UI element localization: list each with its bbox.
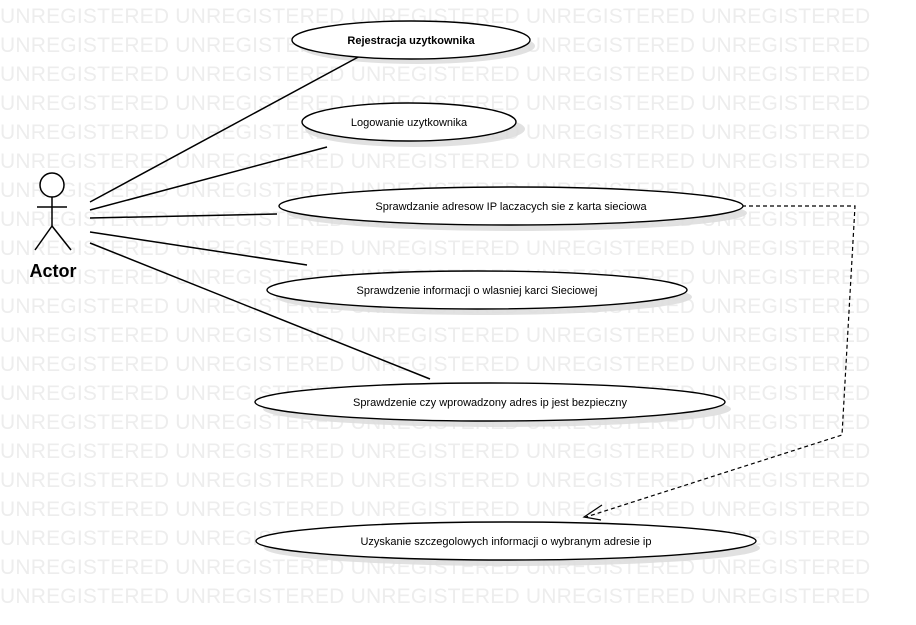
watermark-row: UNREGISTERED UNREGISTERED UNREGISTERED U… bbox=[0, 469, 871, 492]
association-line bbox=[89, 54, 363, 203]
actor-head bbox=[39, 172, 65, 198]
association-line bbox=[89, 213, 278, 219]
arrow-head bbox=[582, 504, 603, 521]
watermark-row: UNREGISTERED UNREGISTERED UNREGISTERED U… bbox=[0, 324, 871, 347]
use-case-logowanie[interactable] bbox=[301, 102, 517, 142]
use-case-label: Sprawdzenie informacji o wlasniej karci … bbox=[357, 285, 598, 297]
use-case-label: Logowanie uzytkownika bbox=[351, 117, 468, 129]
watermark-row: UNREGISTERED UNREGISTERED UNREGISTERED U… bbox=[0, 63, 871, 86]
use-case-szczegoly-adresu[interactable] bbox=[255, 521, 757, 561]
dependency-line bbox=[585, 205, 856, 518]
actor-figure[interactable] bbox=[34, 172, 72, 251]
association-line bbox=[89, 146, 328, 211]
watermark-row: UNREGISTERED UNREGISTERED UNREGISTERED U… bbox=[0, 440, 871, 463]
association-line bbox=[89, 231, 308, 266]
use-case-label: Rejestracja uzytkownika bbox=[347, 35, 475, 47]
watermark-row: UNREGISTERED UNREGISTERED UNREGISTERED U… bbox=[0, 498, 871, 521]
watermark-row: UNREGISTERED UNREGISTERED UNREGISTERED U… bbox=[0, 353, 871, 376]
use-case-sprawdzanie-adresow[interactable] bbox=[278, 186, 744, 226]
watermark-row: UNREGISTERED UNREGISTERED UNREGISTERED U… bbox=[0, 150, 871, 173]
associations bbox=[89, 54, 431, 380]
watermark-row: UNREGISTERED UNREGISTERED UNREGISTERED U… bbox=[0, 237, 871, 260]
use-case-label: Sprawdzanie adresow IP laczacych sie z k… bbox=[375, 201, 647, 213]
actor-label: Actor bbox=[29, 261, 76, 281]
use-case-rejestracja[interactable] bbox=[291, 20, 531, 60]
actor-leg bbox=[51, 225, 72, 251]
use-case-informacje-karta[interactable] bbox=[266, 270, 688, 310]
dependency-arrow bbox=[582, 205, 856, 521]
watermark-row: UNREGISTERED UNREGISTERED UNREGISTERED U… bbox=[0, 5, 871, 28]
watermark-row: UNREGISTERED UNREGISTERED UNREGISTERED U… bbox=[0, 585, 871, 608]
use-case-label: Sprawdzenie czy wprowadzony adres ip jes… bbox=[353, 397, 627, 409]
association-line bbox=[89, 242, 431, 380]
use-case-bezpieczny-adres[interactable] bbox=[254, 382, 726, 422]
use-case-label: Uzyskanie szczegolowych informacji o wyb… bbox=[360, 536, 651, 548]
actor-leg bbox=[34, 225, 53, 251]
